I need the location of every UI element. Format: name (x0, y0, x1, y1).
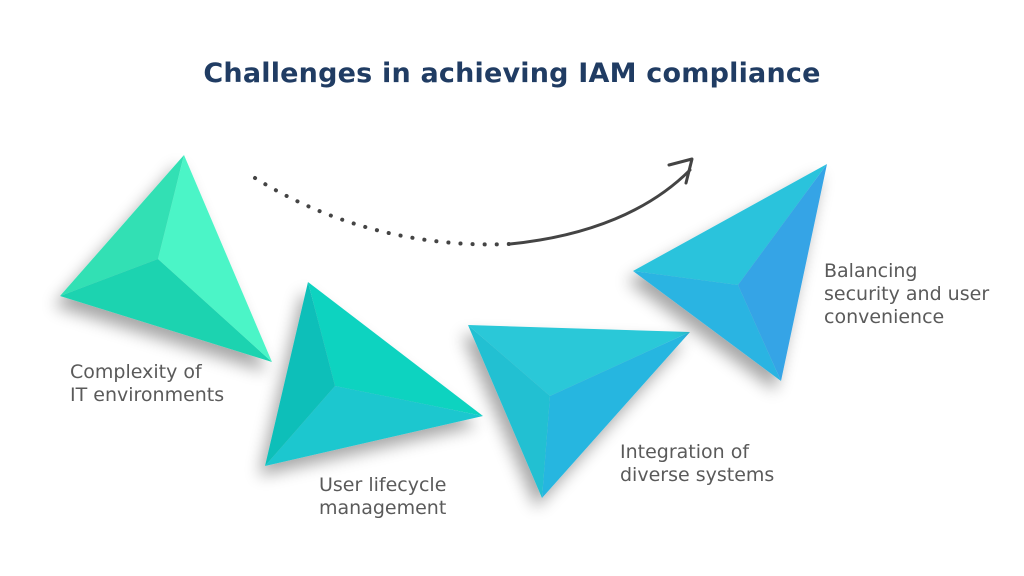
step-label-complexity: Complexity of IT environments (70, 361, 224, 407)
connector-curved-arrow (508, 168, 692, 246)
paper-plane-icon-3 (468, 325, 690, 498)
connector-arrowhead (667, 157, 694, 185)
paper-plane-icon-4 (633, 164, 827, 381)
diagram-title: Challenges in achieving IAM compliance (203, 58, 821, 89)
step-label-user-lifecycle: User lifecycle management (319, 474, 446, 520)
step-4-line-1: Balancing (824, 260, 918, 282)
step-2-line-2: management (319, 497, 447, 519)
step-3-line-2: diverse systems (620, 464, 775, 486)
step-label-balancing: Balancing security and user convenience (824, 260, 989, 329)
paper-plane-icon-1 (60, 155, 272, 362)
connector-dotted-path (253, 176, 512, 247)
step-1-line-2: IT environments (70, 384, 225, 406)
paper-plane-icon-2 (265, 282, 483, 466)
progress-connector (253, 157, 694, 247)
step-4-line-2: security and user (824, 283, 990, 305)
step-4-line-3: convenience (824, 306, 945, 328)
step-2-line-1: User lifecycle (319, 474, 447, 496)
step-label-integration: Integration of diverse systems (620, 441, 774, 487)
step-1-line-1: Complexity of (70, 361, 202, 383)
step-3-line-1: Integration of (620, 441, 750, 463)
